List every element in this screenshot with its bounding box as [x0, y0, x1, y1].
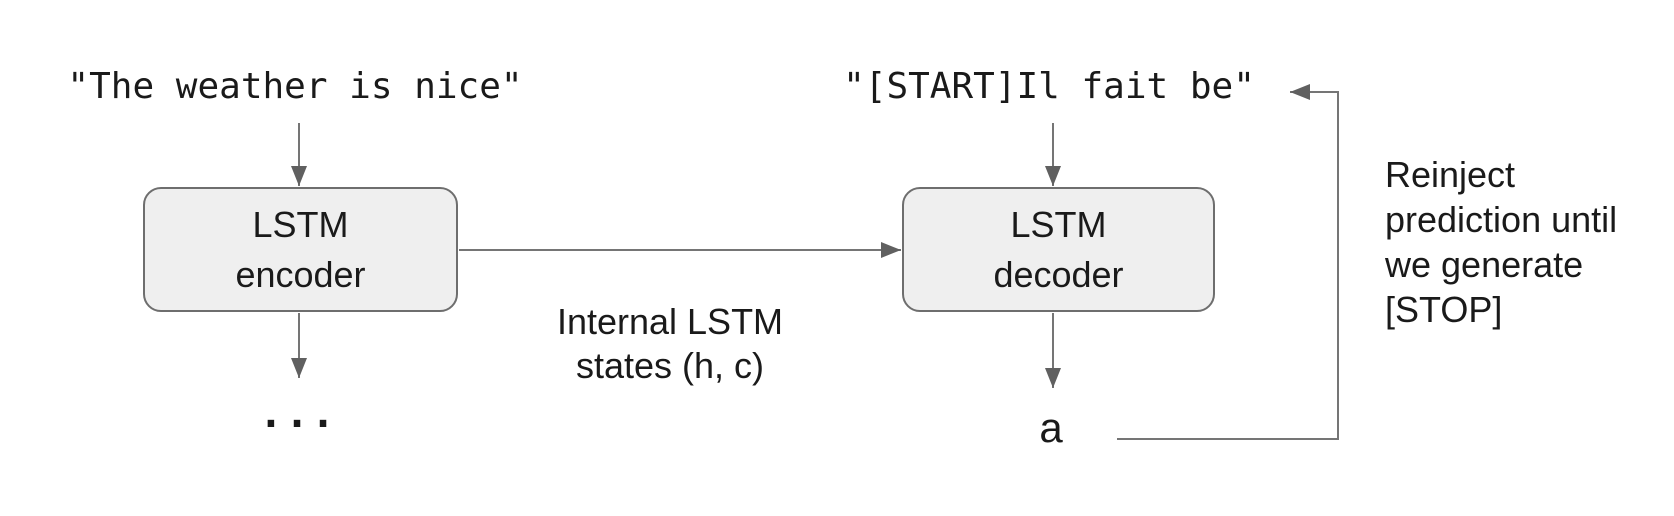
reinject-annotation: Reinject prediction until we generate [S… — [1385, 152, 1617, 332]
encoder-output-ellipsis: ... — [258, 391, 338, 437]
encoder-label-line2: encoder — [235, 253, 366, 295]
annotation-line1: Reinject — [1385, 154, 1516, 195]
annotation-line3: we generate — [1385, 244, 1584, 285]
encoder-label-line1: LSTM — [252, 203, 349, 245]
annotation-line2: prediction until — [1385, 199, 1618, 240]
states-label-line1: Internal LSTM — [556, 301, 784, 342]
feedback-loop-arrow — [1117, 84, 1339, 440]
decoder-output-label: a — [1039, 404, 1063, 451]
encoder-input-text: "The weather is nice" — [67, 66, 523, 107]
states-label: Internal LSTM states (h, c) — [557, 300, 783, 388]
decoder-input-text: "[START]Il fait be" — [843, 66, 1255, 107]
states-label-line2: states (h, c) — [575, 345, 765, 386]
decoder-label-line2: decoder — [993, 253, 1124, 295]
decoder-node: LSTM decoder — [902, 187, 1215, 312]
annotation-line4: [STOP] — [1385, 289, 1503, 330]
encoder-node: LSTM encoder — [143, 187, 458, 312]
decoder-label-line1: LSTM — [1010, 203, 1107, 245]
